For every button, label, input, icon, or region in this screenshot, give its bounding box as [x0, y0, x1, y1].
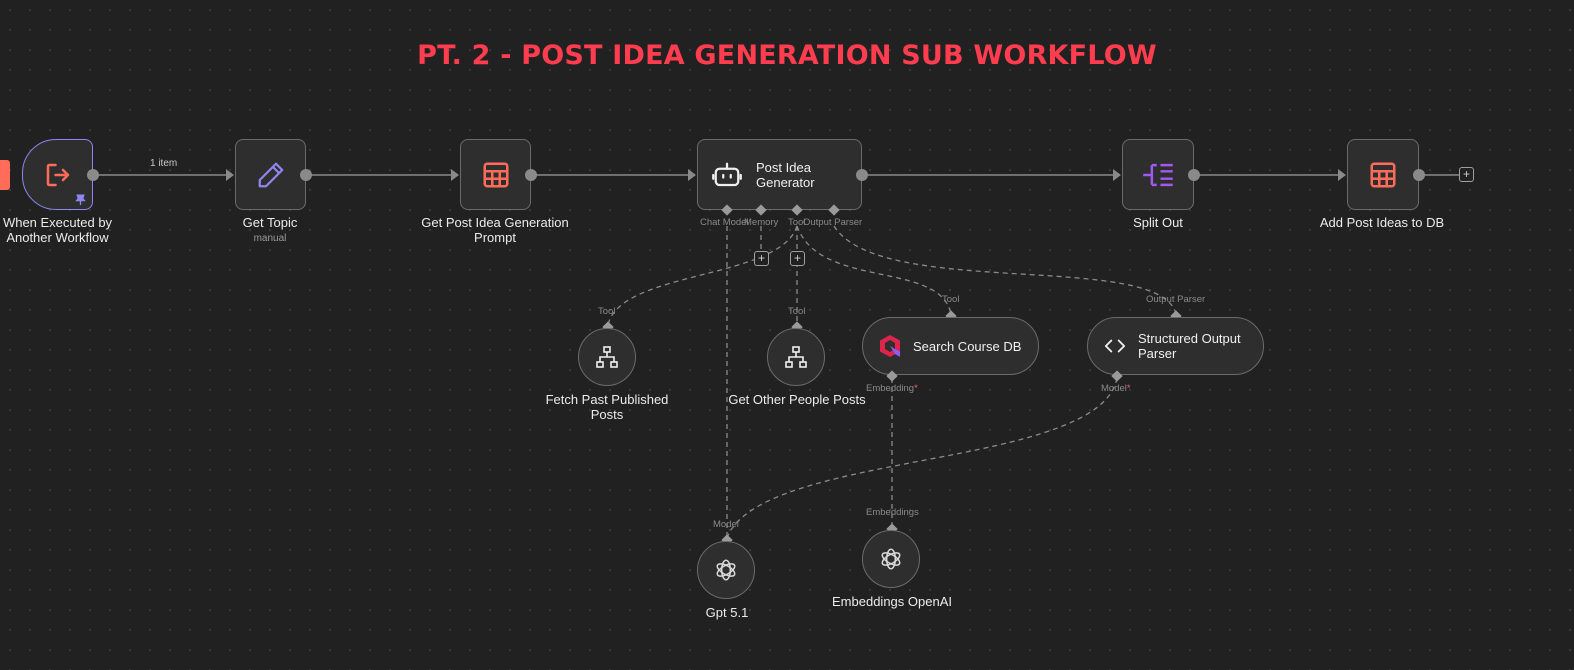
edge-items-count: 1 item — [150, 158, 178, 169]
node-parser[interactable]: Structured Output Parser — [1087, 317, 1264, 375]
port-label: Embedding* — [866, 383, 918, 394]
port-label: Tool — [942, 294, 960, 305]
left-stub-handle[interactable] — [0, 160, 10, 190]
port-label: Tool — [788, 217, 806, 228]
port-label: Model — [713, 519, 739, 530]
workflow-icon — [785, 346, 807, 368]
node-label: Search Course DB — [913, 338, 1022, 354]
node-search-db[interactable]: Search Course DB — [862, 317, 1039, 375]
port-label: Tool — [788, 306, 806, 317]
node-get-prompt[interactable] — [460, 139, 531, 210]
node-embeddings[interactable] — [862, 530, 920, 588]
node-fetch-past[interactable] — [578, 328, 636, 386]
node-label: Split Out — [1133, 215, 1183, 230]
add-memory-button[interactable]: + — [754, 251, 769, 266]
node-get-topic[interactable] — [235, 139, 306, 210]
node-label: Structured Output Parser — [1138, 331, 1241, 361]
node-agent[interactable]: Post Idea Generator — [697, 139, 862, 210]
code-icon — [1104, 339, 1126, 353]
node-label: When Executed by Another Workflow — [2, 215, 113, 245]
pencil-icon — [258, 162, 283, 187]
edge-parser — [833, 225, 1177, 315]
port-label: Output Parser — [803, 217, 863, 228]
sign-in-icon — [46, 163, 69, 186]
output-handle[interactable] — [1188, 169, 1200, 181]
node-split-out[interactable] — [1122, 139, 1194, 210]
node-label: Gpt 5.1 — [705, 605, 749, 620]
edge-tool-fetch — [607, 225, 798, 326]
output-handle[interactable] — [300, 169, 312, 181]
node-label: Get Post Idea Generation Prompt — [421, 215, 569, 245]
add-tool-button[interactable]: + — [790, 251, 805, 266]
openai-icon — [881, 548, 901, 570]
node-get-other[interactable] — [767, 328, 825, 386]
openai-icon — [716, 559, 736, 581]
port-label: Tool — [598, 306, 616, 317]
port-label: Chat Model — [700, 217, 749, 228]
robot-icon — [712, 162, 742, 186]
table-icon — [1370, 162, 1396, 187]
node-label: Fetch Past Published Posts — [545, 392, 669, 422]
qdrant-icon — [880, 335, 900, 357]
workflow-icon — [596, 346, 618, 368]
node-label: Embeddings OpenAI — [832, 594, 952, 609]
output-handle[interactable] — [87, 169, 99, 181]
node-sublabel: manual — [253, 233, 287, 244]
add-node-button[interactable]: + — [1459, 167, 1474, 182]
node-label: Post Idea Generator — [756, 159, 815, 190]
pin-icon — [75, 194, 86, 205]
output-handle[interactable] — [525, 169, 537, 181]
node-label: Get Other People Posts — [728, 392, 866, 407]
table-icon — [483, 162, 508, 187]
edge-tool-search — [796, 225, 952, 315]
port-label: Output Parser — [1146, 294, 1206, 305]
port-label: Memory — [744, 217, 779, 228]
node-add-db[interactable] — [1347, 139, 1419, 210]
output-handle[interactable] — [856, 169, 868, 181]
node-trigger[interactable] — [22, 139, 93, 210]
node-gpt[interactable] — [697, 541, 755, 599]
output-handle[interactable] — [1413, 169, 1425, 181]
node-label: Add Post Ideas to DB — [1319, 215, 1445, 230]
port-label: Model* — [1101, 383, 1131, 394]
split-icon — [1143, 163, 1173, 186]
page-title: PT. 2 - POST IDEA GENERATION SUB WORKFLO… — [417, 40, 1157, 71]
port-label: Embeddings — [866, 507, 919, 518]
node-label: Get Topic — [242, 215, 298, 230]
